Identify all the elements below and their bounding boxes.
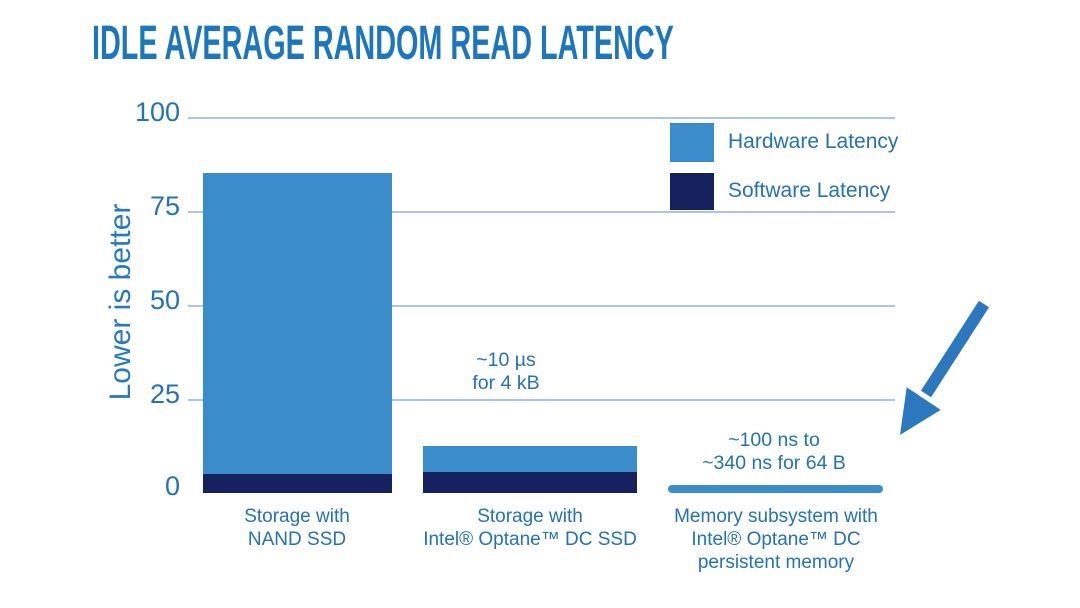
xlabel-line: Intel® Optane™ DC — [691, 529, 861, 550]
ytick-100: 100 — [134, 97, 180, 127]
xlabel-line: persistent memory — [697, 552, 855, 573]
xlabel-nand-ssd: Storage with NAND SSD — [166, 505, 428, 551]
xlabel-line: Storage with — [477, 506, 583, 527]
annotation-optane-ssd: ~10 µs for 4 kB — [375, 349, 637, 395]
down-left-arrow-icon — [900, 300, 990, 435]
gridline-75 — [188, 211, 895, 213]
xlabel-persistent-memory: Memory subsystem with Intel® Optane™ DC … — [645, 505, 907, 574]
bar-optane-ssd — [423, 446, 637, 493]
bar-1-hardware — [423, 446, 637, 473]
xlabel-line: Intel® Optane™ DC SSD — [423, 529, 637, 550]
ytick-75: 75 — [149, 191, 180, 221]
software-latency-swatch-icon — [670, 172, 714, 210]
xlabel-line: Storage with — [244, 506, 350, 527]
annotation-line: for 4 kB — [472, 372, 540, 394]
gridline-100 — [188, 117, 895, 119]
legend-label: Software Latency — [728, 179, 891, 202]
annotation-line: ~100 ns to — [728, 429, 820, 451]
xlabel-line: NAND SSD — [247, 529, 347, 550]
bar-1-software — [423, 472, 637, 493]
legend-item-hardware: Hardware Latency — [670, 122, 898, 162]
xlabel-optane-ssd: Storage with Intel® Optane™ DC SSD — [399, 505, 661, 551]
gridline-25 — [188, 399, 895, 401]
bar-optane-persistent-memory — [668, 485, 883, 493]
legend-item-software: Software Latency — [670, 171, 898, 211]
bar-0-hardware — [203, 173, 392, 475]
gridline-50 — [188, 305, 895, 307]
annotation-persistent-memory: ~100 ns to ~340 ns for 64 B — [643, 429, 905, 475]
bar-2-hardware — [668, 485, 883, 493]
hardware-latency-swatch-icon — [670, 122, 714, 162]
annotation-line: ~10 µs — [476, 349, 536, 371]
ytick-0: 0 — [164, 471, 180, 501]
bar-nand-ssd — [203, 173, 392, 493]
legend: Hardware Latency Software Latency — [670, 122, 898, 220]
ytick-50: 50 — [149, 285, 180, 315]
chart-title: IDLE AVERAGE RANDOM READ LATENCY — [92, 17, 674, 70]
xlabel-line: Memory subsystem with — [674, 506, 878, 527]
bar-0-software — [203, 474, 392, 493]
legend-label: Hardware Latency — [728, 130, 899, 153]
annotation-line: ~340 ns for 64 B — [702, 452, 846, 474]
ytick-25: 25 — [149, 379, 180, 409]
